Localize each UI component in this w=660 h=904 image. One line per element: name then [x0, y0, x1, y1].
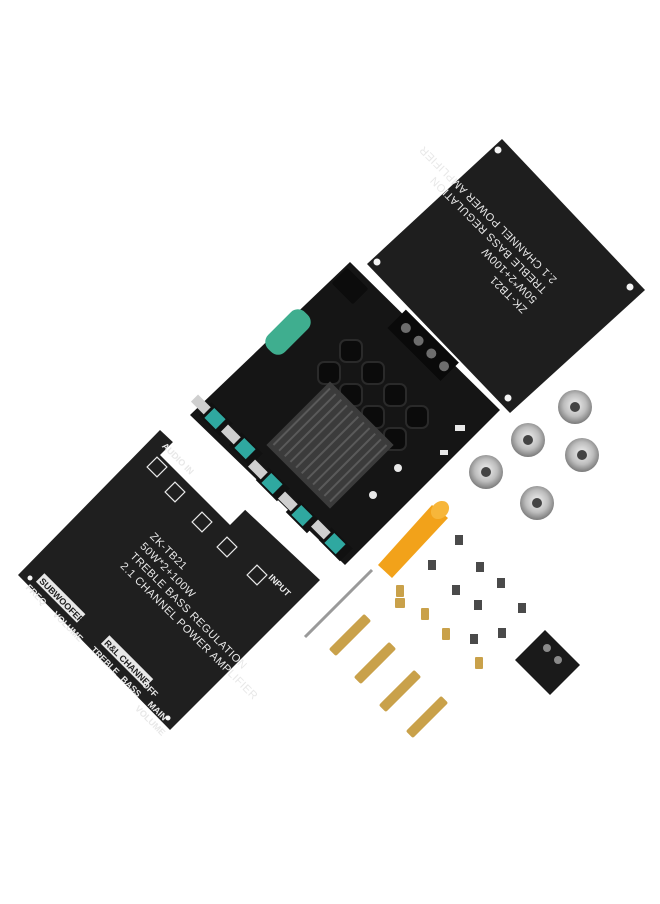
front-acrylic-panel: ZK-TB21 50W*2+100W TREBLE BASS REGULATIO…	[18, 430, 320, 738]
back-acrylic-panel: ZK-TB21 50W*2+100W TREBLE BASS REGULATIO…	[367, 139, 645, 413]
potentiometer-knob	[190, 394, 233, 437]
electrolytic-capacitor	[265, 309, 311, 355]
panel-icon-boxes	[146, 456, 268, 586]
knob	[565, 438, 599, 472]
smd-components	[369, 425, 465, 499]
terminal-block	[387, 309, 459, 382]
speaker-icon	[216, 536, 238, 558]
dc-jack	[332, 268, 368, 304]
potentiometer-knob	[277, 491, 320, 534]
speaker-icon	[191, 511, 213, 533]
headphone-icon	[146, 456, 168, 478]
brass-standoffs	[329, 585, 483, 738]
knob	[469, 455, 503, 489]
inductors	[317, 339, 429, 451]
potentiometers	[190, 394, 353, 562]
usb-icon	[164, 481, 186, 503]
aluminium-knobs	[469, 390, 599, 520]
potentiometer-knob	[220, 424, 263, 467]
screws	[428, 535, 526, 644]
screwdriver	[303, 500, 450, 639]
knob	[520, 486, 554, 520]
heatsink	[266, 381, 394, 509]
amplifier-board	[190, 262, 500, 565]
knob	[511, 423, 545, 457]
potentiometer-knob	[247, 459, 290, 502]
bluetooth-icon	[246, 564, 268, 586]
knob	[558, 390, 592, 424]
power-connector	[515, 630, 580, 695]
potentiometer-knob	[310, 519, 353, 562]
